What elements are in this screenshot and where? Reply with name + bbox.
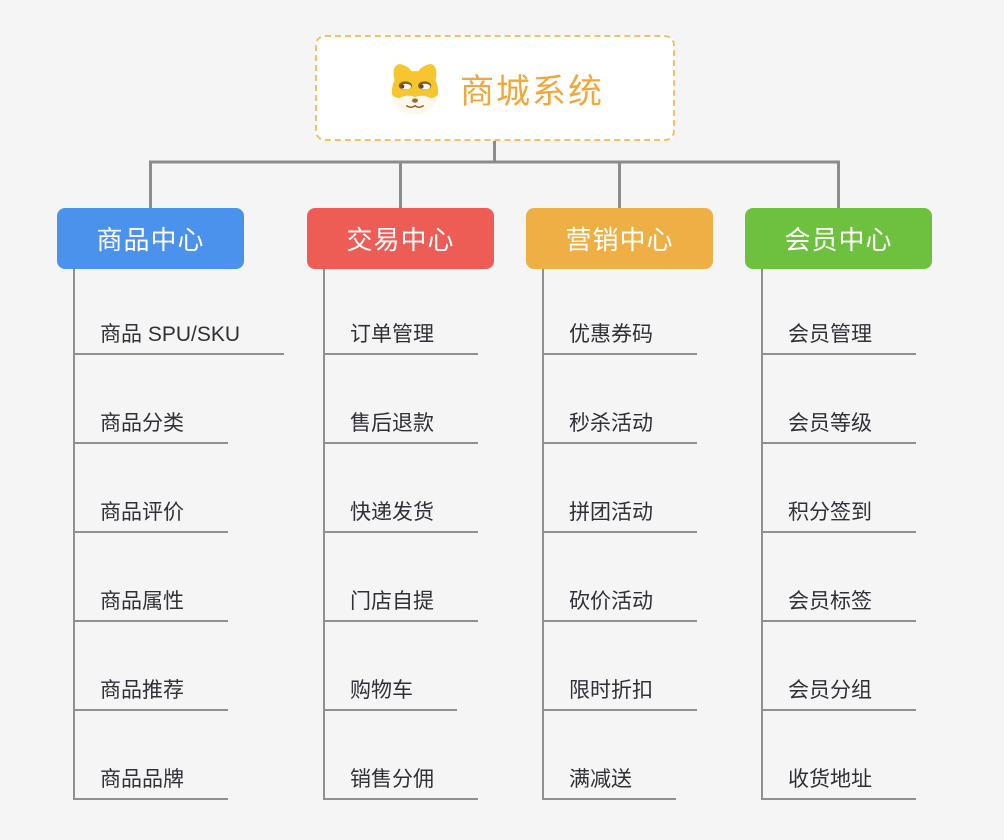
leaf-label: 满减送 [542, 767, 676, 800]
leaf-node[interactable]: 快递发货 [323, 444, 478, 533]
branch-items-member-center: 会员管理 会员等级 积分签到 会员标签 会员分组 收货地址 [761, 266, 916, 800]
leaf-label: 售后退款 [323, 411, 478, 444]
root-node[interactable]: 商城系统 [315, 35, 675, 141]
leaf-label: 购物车 [323, 678, 457, 711]
leaf-node[interactable]: 限时折扣 [542, 622, 697, 711]
branch-items-marketing-center: 优惠券码 秒杀活动 拼团活动 砍价活动 限时折扣 满减送 [542, 266, 697, 800]
branch-items-product-center: 商品 SPU/SKU 商品分类 商品评价 商品属性 商品推荐 商品品牌 [73, 266, 285, 800]
leaf-label: 门店自提 [323, 589, 478, 622]
leaf-label: 会员标签 [761, 589, 916, 622]
leaf-node[interactable]: 积分签到 [761, 444, 916, 533]
branch-header-label: 商品中心 [96, 225, 205, 255]
leaf-node[interactable]: 满减送 [542, 711, 697, 800]
branch-header-label: 交易中心 [346, 225, 455, 255]
leaf-node[interactable]: 拼团活动 [542, 444, 697, 533]
leaf-node[interactable]: 商品分类 [73, 355, 284, 444]
branch-header-product-center[interactable]: 商品中心 [57, 208, 244, 269]
leaf-node[interactable]: 优惠券码 [542, 266, 697, 355]
leaf-node[interactable]: 会员分组 [761, 622, 916, 711]
branch-header-label: 会员中心 [784, 225, 893, 255]
leaf-node[interactable]: 会员标签 [761, 533, 916, 622]
leaf-label: 会员等级 [761, 411, 916, 444]
leaf-label: 商品推荐 [73, 678, 228, 711]
branch-header-label: 营销中心 [565, 225, 674, 255]
leaf-label: 秒杀活动 [542, 411, 697, 444]
branch-header-trade-center[interactable]: 交易中心 [307, 208, 494, 269]
leaf-label: 商品评价 [73, 500, 228, 533]
leaf-node[interactable]: 订单管理 [323, 266, 478, 355]
leaf-label: 商品品牌 [73, 767, 228, 800]
leaf-node[interactable]: 门店自提 [323, 533, 478, 622]
leaf-node[interactable]: 会员等级 [761, 355, 916, 444]
leaf-label: 砍价活动 [542, 589, 697, 622]
leaf-node[interactable]: 商品 SPU/SKU [73, 266, 285, 355]
leaf-label: 积分签到 [761, 500, 916, 533]
branch-header-member-center[interactable]: 会员中心 [745, 208, 932, 269]
leaf-node[interactable]: 销售分佣 [323, 711, 478, 800]
leaf-label: 订单管理 [323, 322, 478, 355]
leaf-node[interactable]: 秒杀活动 [542, 355, 697, 444]
leaf-node[interactable]: 商品推荐 [73, 622, 284, 711]
leaf-label: 拼团活动 [542, 500, 697, 533]
branch-member-center: 会员中心 会员管理 会员等级 积分签到 会员标签 会员分组 收货地址 [745, 208, 1004, 800]
leaf-node[interactable]: 砍价活动 [542, 533, 697, 622]
leaf-node[interactable]: 商品品牌 [73, 711, 284, 800]
leaf-label: 优惠券码 [542, 322, 697, 355]
leaf-node[interactable]: 会员管理 [761, 266, 916, 355]
leaf-node[interactable]: 商品评价 [73, 444, 284, 533]
leaf-label: 销售分佣 [323, 767, 478, 800]
leaf-label: 商品 SPU/SKU [73, 322, 285, 355]
leaf-node[interactable]: 售后退款 [323, 355, 478, 444]
root-title: 商城系统 [460, 72, 604, 111]
dog-face-icon [391, 63, 439, 115]
leaf-label: 限时折扣 [542, 678, 697, 711]
branch-product-center: 商品中心 商品 SPU/SKU 商品分类 商品评价 商品属性 商品推荐 商品品牌 [57, 208, 317, 800]
leaf-label: 商品属性 [73, 589, 228, 622]
leaf-node[interactable]: 收货地址 [761, 711, 916, 800]
leaf-node[interactable]: 购物车 [323, 622, 478, 711]
leaf-label: 收货地址 [761, 767, 916, 800]
leaf-label: 会员分组 [761, 678, 916, 711]
leaf-label: 会员管理 [761, 322, 916, 355]
branch-trade-center: 交易中心 订单管理 售后退款 快递发货 门店自提 购物车 销售分佣 [307, 208, 567, 800]
leaf-label: 快递发货 [323, 500, 478, 533]
branch-marketing-center: 营销中心 优惠券码 秒杀活动 拼团活动 砍价活动 限时折扣 满减送 [526, 208, 786, 800]
branch-items-trade-center: 订单管理 售后退款 快递发货 门店自提 购物车 销售分佣 [323, 266, 478, 800]
leaf-label: 商品分类 [73, 411, 228, 444]
leaf-node[interactable]: 商品属性 [73, 533, 284, 622]
branch-header-marketing-center[interactable]: 营销中心 [526, 208, 713, 269]
